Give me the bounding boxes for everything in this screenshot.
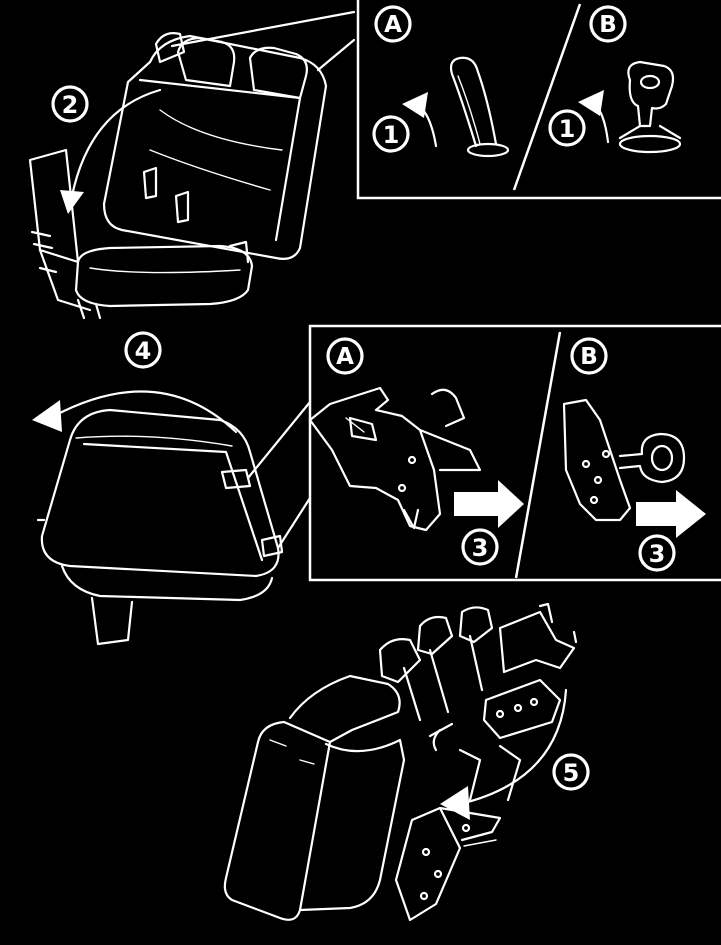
middle-folded-seat-illustration	[32, 390, 312, 646]
step-5-callout: 5	[552, 753, 590, 791]
step-2-callout: 2	[51, 85, 89, 123]
step-5-number: 5	[563, 759, 580, 787]
panel-mid-b-label: B	[570, 337, 608, 375]
panel-mid-a-letter: A	[336, 344, 354, 370]
step-1-b-number: 1	[559, 115, 576, 143]
step-3-a-number: 3	[472, 534, 489, 562]
panel-mid-b-letter: B	[580, 344, 598, 370]
step-1-a-callout: 1	[372, 115, 410, 153]
step-3-a-callout: 3	[461, 528, 499, 566]
step-4-callout: 4	[124, 331, 162, 369]
top-inset-panel	[356, 0, 721, 200]
panel-top-b-label: B	[589, 5, 627, 43]
top-seat-illustration	[28, 10, 356, 320]
step-1-b-callout: 1	[548, 109, 586, 147]
panel-top-b-letter: B	[599, 12, 617, 38]
middle-inset-panel	[308, 324, 721, 582]
step-3-b-callout: 3	[638, 534, 676, 572]
bottom-seat-mechanism-illustration	[223, 602, 578, 922]
step-1-a-number: 1	[383, 121, 400, 149]
step-2-number: 2	[62, 91, 79, 119]
panel-top-a-letter: A	[384, 12, 402, 38]
panel-mid-a-label: A	[326, 337, 364, 375]
step-4-number: 4	[135, 337, 152, 365]
panel-top-a-label: A	[374, 5, 412, 43]
step-3-b-number: 3	[649, 540, 666, 568]
